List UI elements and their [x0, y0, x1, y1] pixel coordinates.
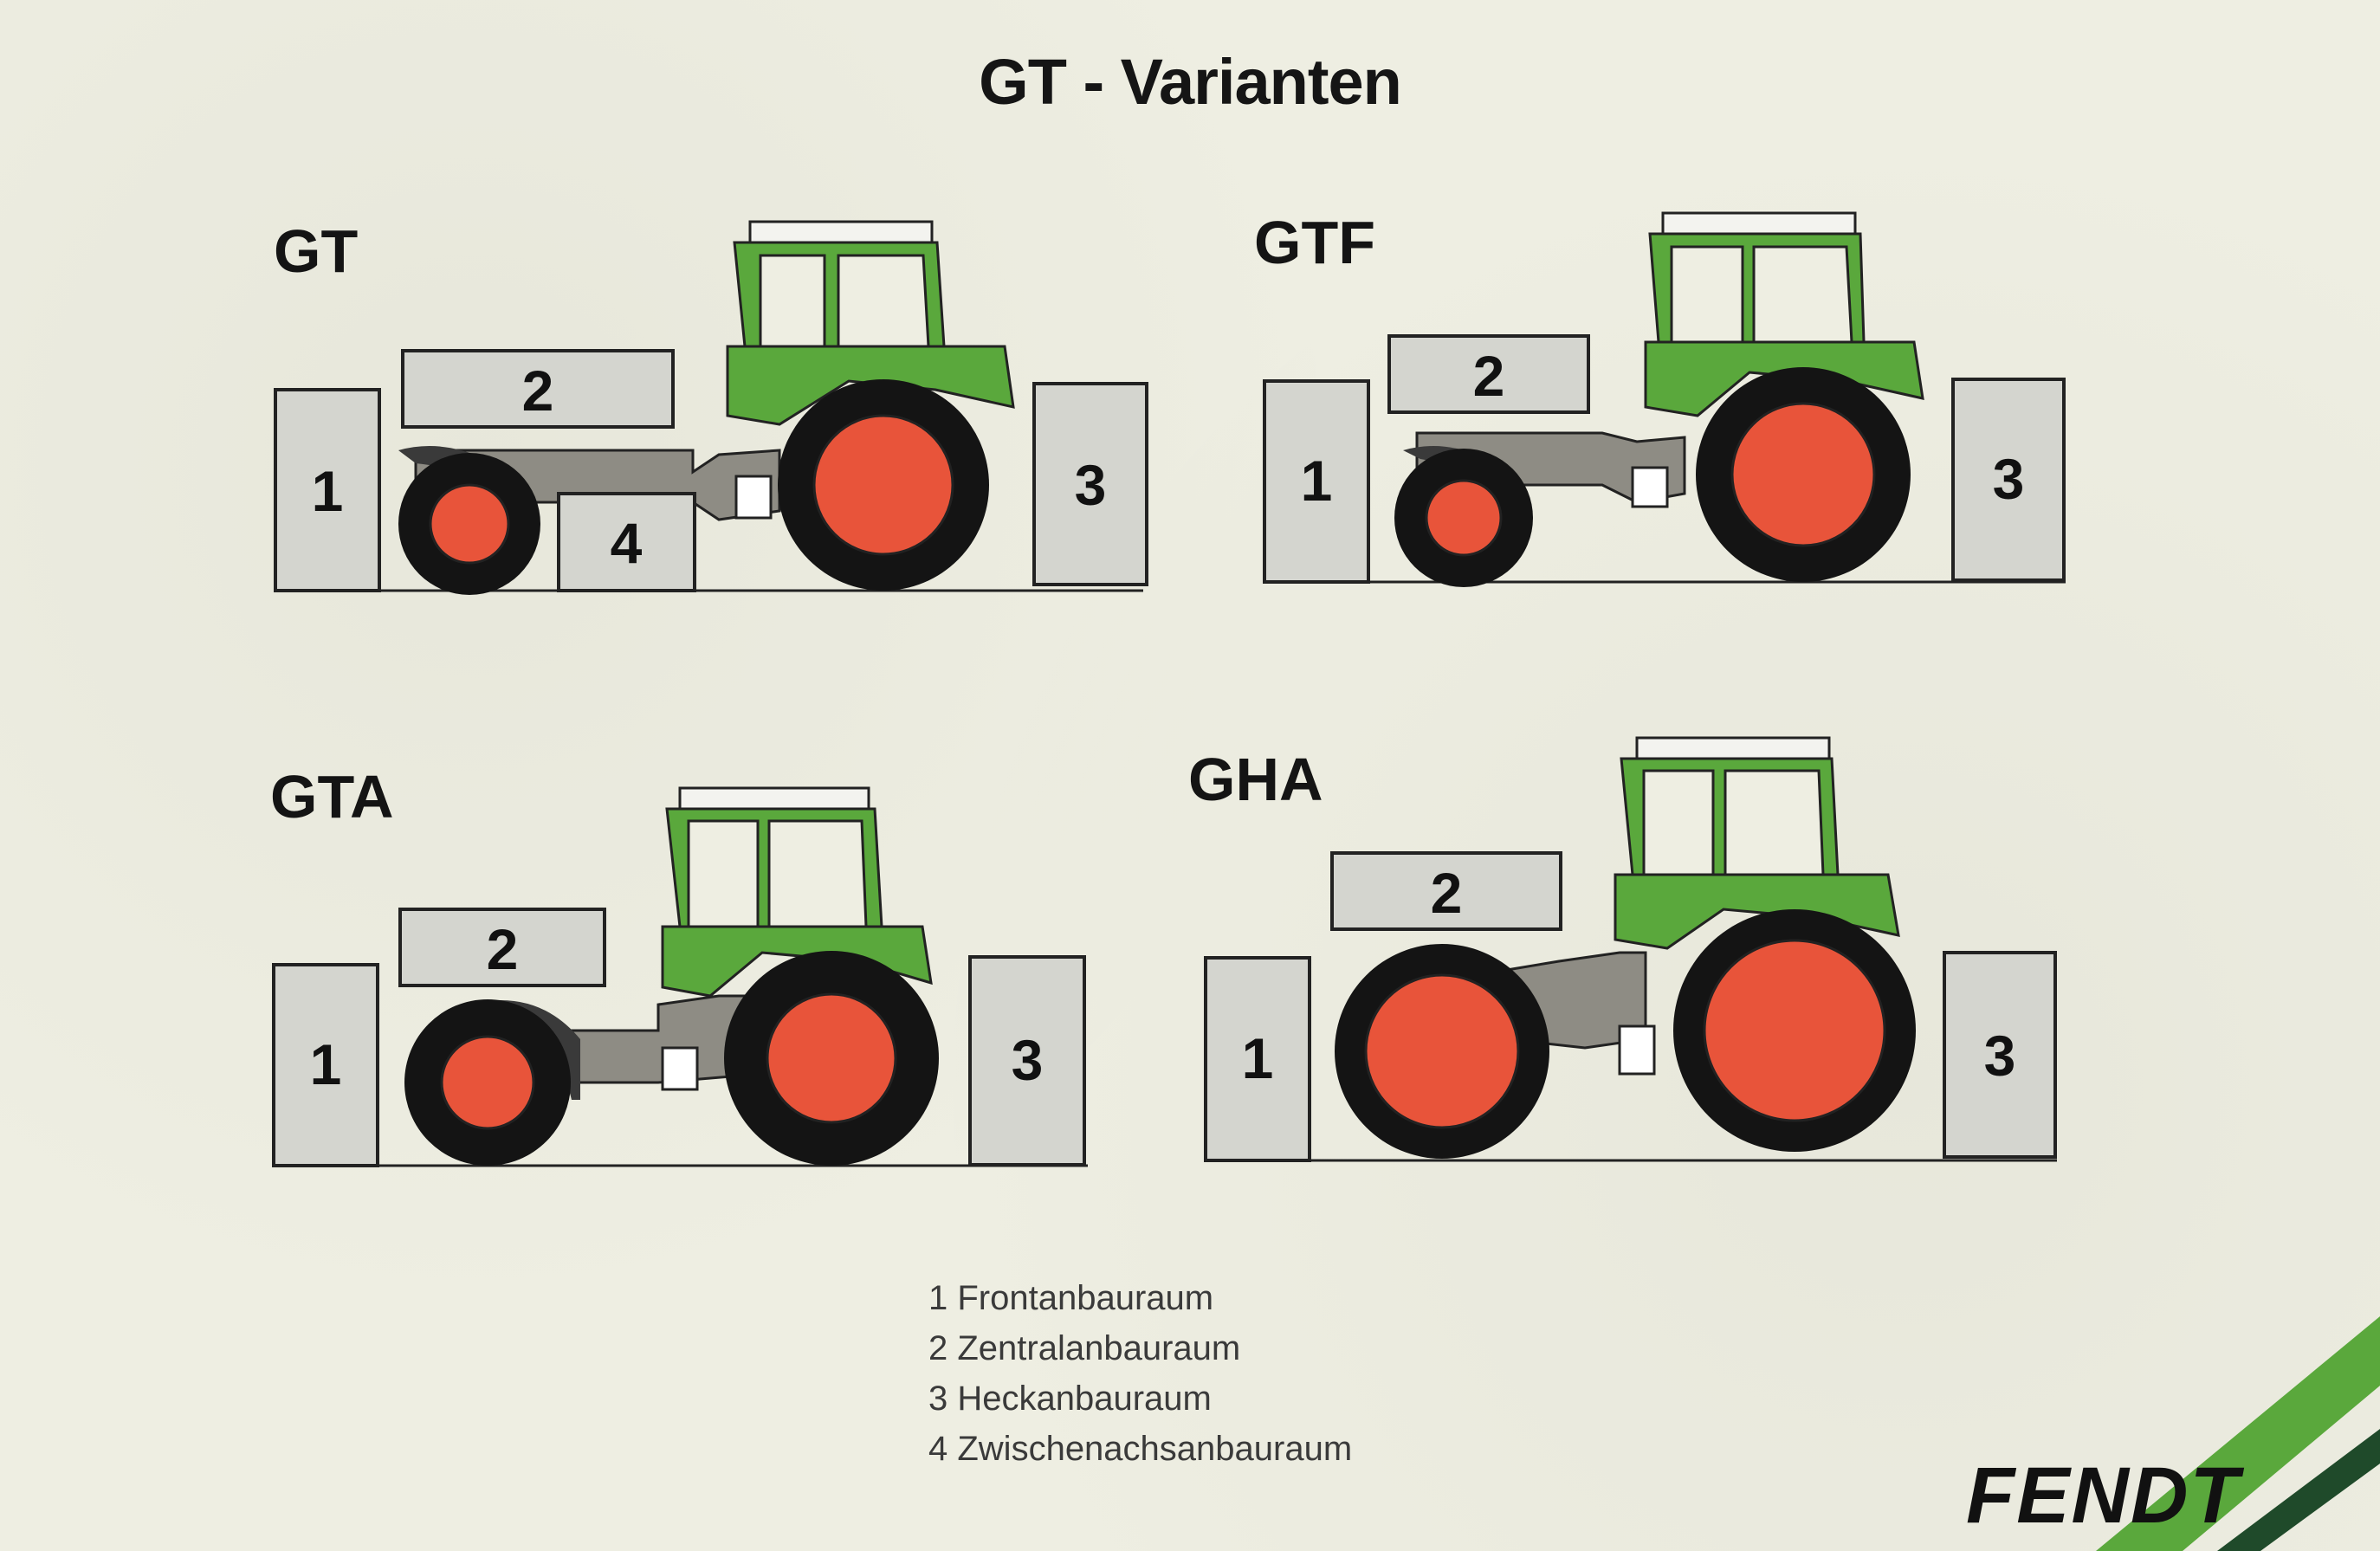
brand-logo: FENDT [1966, 1451, 2241, 1540]
legend-item-1: 1 Frontanbauraum [928, 1279, 1214, 1317]
zone-2-gha-label: 2 [1431, 861, 1463, 925]
legend: 1 Frontanbauraum 2 Zentralanbauraum 3 He… [928, 1273, 1352, 1474]
tractor-gha: 1 2 3 [1204, 736, 2057, 1162]
zone-3-gha [1943, 951, 2057, 1159]
zone-4-gt [557, 492, 696, 592]
zone-4-gt-label: 4 [611, 511, 643, 575]
front-wheel-gta [440, 1035, 535, 1130]
rear-wheel-gt [812, 414, 954, 556]
zone-3-gtf [1951, 378, 2066, 582]
zone-3-gta [968, 955, 1086, 1166]
zone-3-gha-label: 3 [1984, 1024, 2016, 1088]
zone-3-gt-label: 3 [1075, 453, 1107, 517]
zone-1-gt-label: 1 [312, 459, 344, 523]
zone-1-gt [274, 388, 381, 592]
variant-label-gha: GHA [1188, 746, 1323, 813]
tractor-gta: 1 2 3 [272, 786, 1088, 1167]
variant-label-gta: GTA [270, 763, 394, 830]
front-wheel-gtf [1425, 479, 1503, 557]
zone-1-gtf-label: 1 [1301, 449, 1333, 513]
zone-2-gha [1330, 851, 1562, 931]
zone-1-gta [272, 963, 379, 1167]
cab-roof-gt [748, 220, 934, 244]
brand-stripes [2096, 1316, 2380, 1551]
zone-2-gtf [1387, 334, 1590, 414]
zone-3-gtf-label: 3 [1993, 447, 2025, 511]
zone-2-gt [401, 349, 675, 429]
rear-wheel-gtf [1730, 402, 1876, 547]
zone-3-gta-label: 3 [1012, 1028, 1044, 1092]
legend-item-4: 4 Zwischenachsanbauraum [928, 1430, 1353, 1468]
zone-3-gt [1032, 382, 1148, 586]
front-wheel-gha [1364, 973, 1520, 1129]
legend-item-2: 2 Zentralanbauraum [928, 1329, 1241, 1367]
tractor-gtf: 1 2 3 [1263, 211, 2066, 587]
zone-2-gta [398, 908, 606, 987]
rear-wheel-gha [1703, 939, 1886, 1122]
zone-1-gta-label: 1 [310, 1032, 342, 1096]
zone-1-gha [1204, 956, 1311, 1162]
page-title: GT - Varianten [979, 46, 1402, 118]
legend-item-3: 3 Heckanbauraum [928, 1380, 1212, 1418]
zone-2-gtf-label: 2 [1473, 344, 1505, 408]
cab-roof-gtf [1661, 211, 1857, 236]
variant-label-gtf: GTF [1254, 209, 1375, 276]
zone-2-gt-label: 2 [522, 359, 554, 423]
zone-1-gtf [1263, 379, 1370, 584]
variant-label-gt: GT [274, 217, 359, 285]
zone-1-gha-label: 1 [1242, 1026, 1274, 1090]
rear-wheel-gta [766, 992, 897, 1124]
zone-2-gta-label: 2 [487, 917, 519, 981]
cab-roof-gta [678, 786, 870, 811]
tractor-gt: 1 2 3 4 [274, 220, 1148, 595]
front-wheel-gt [429, 483, 510, 565]
cab-roof-gha [1635, 736, 1831, 760]
